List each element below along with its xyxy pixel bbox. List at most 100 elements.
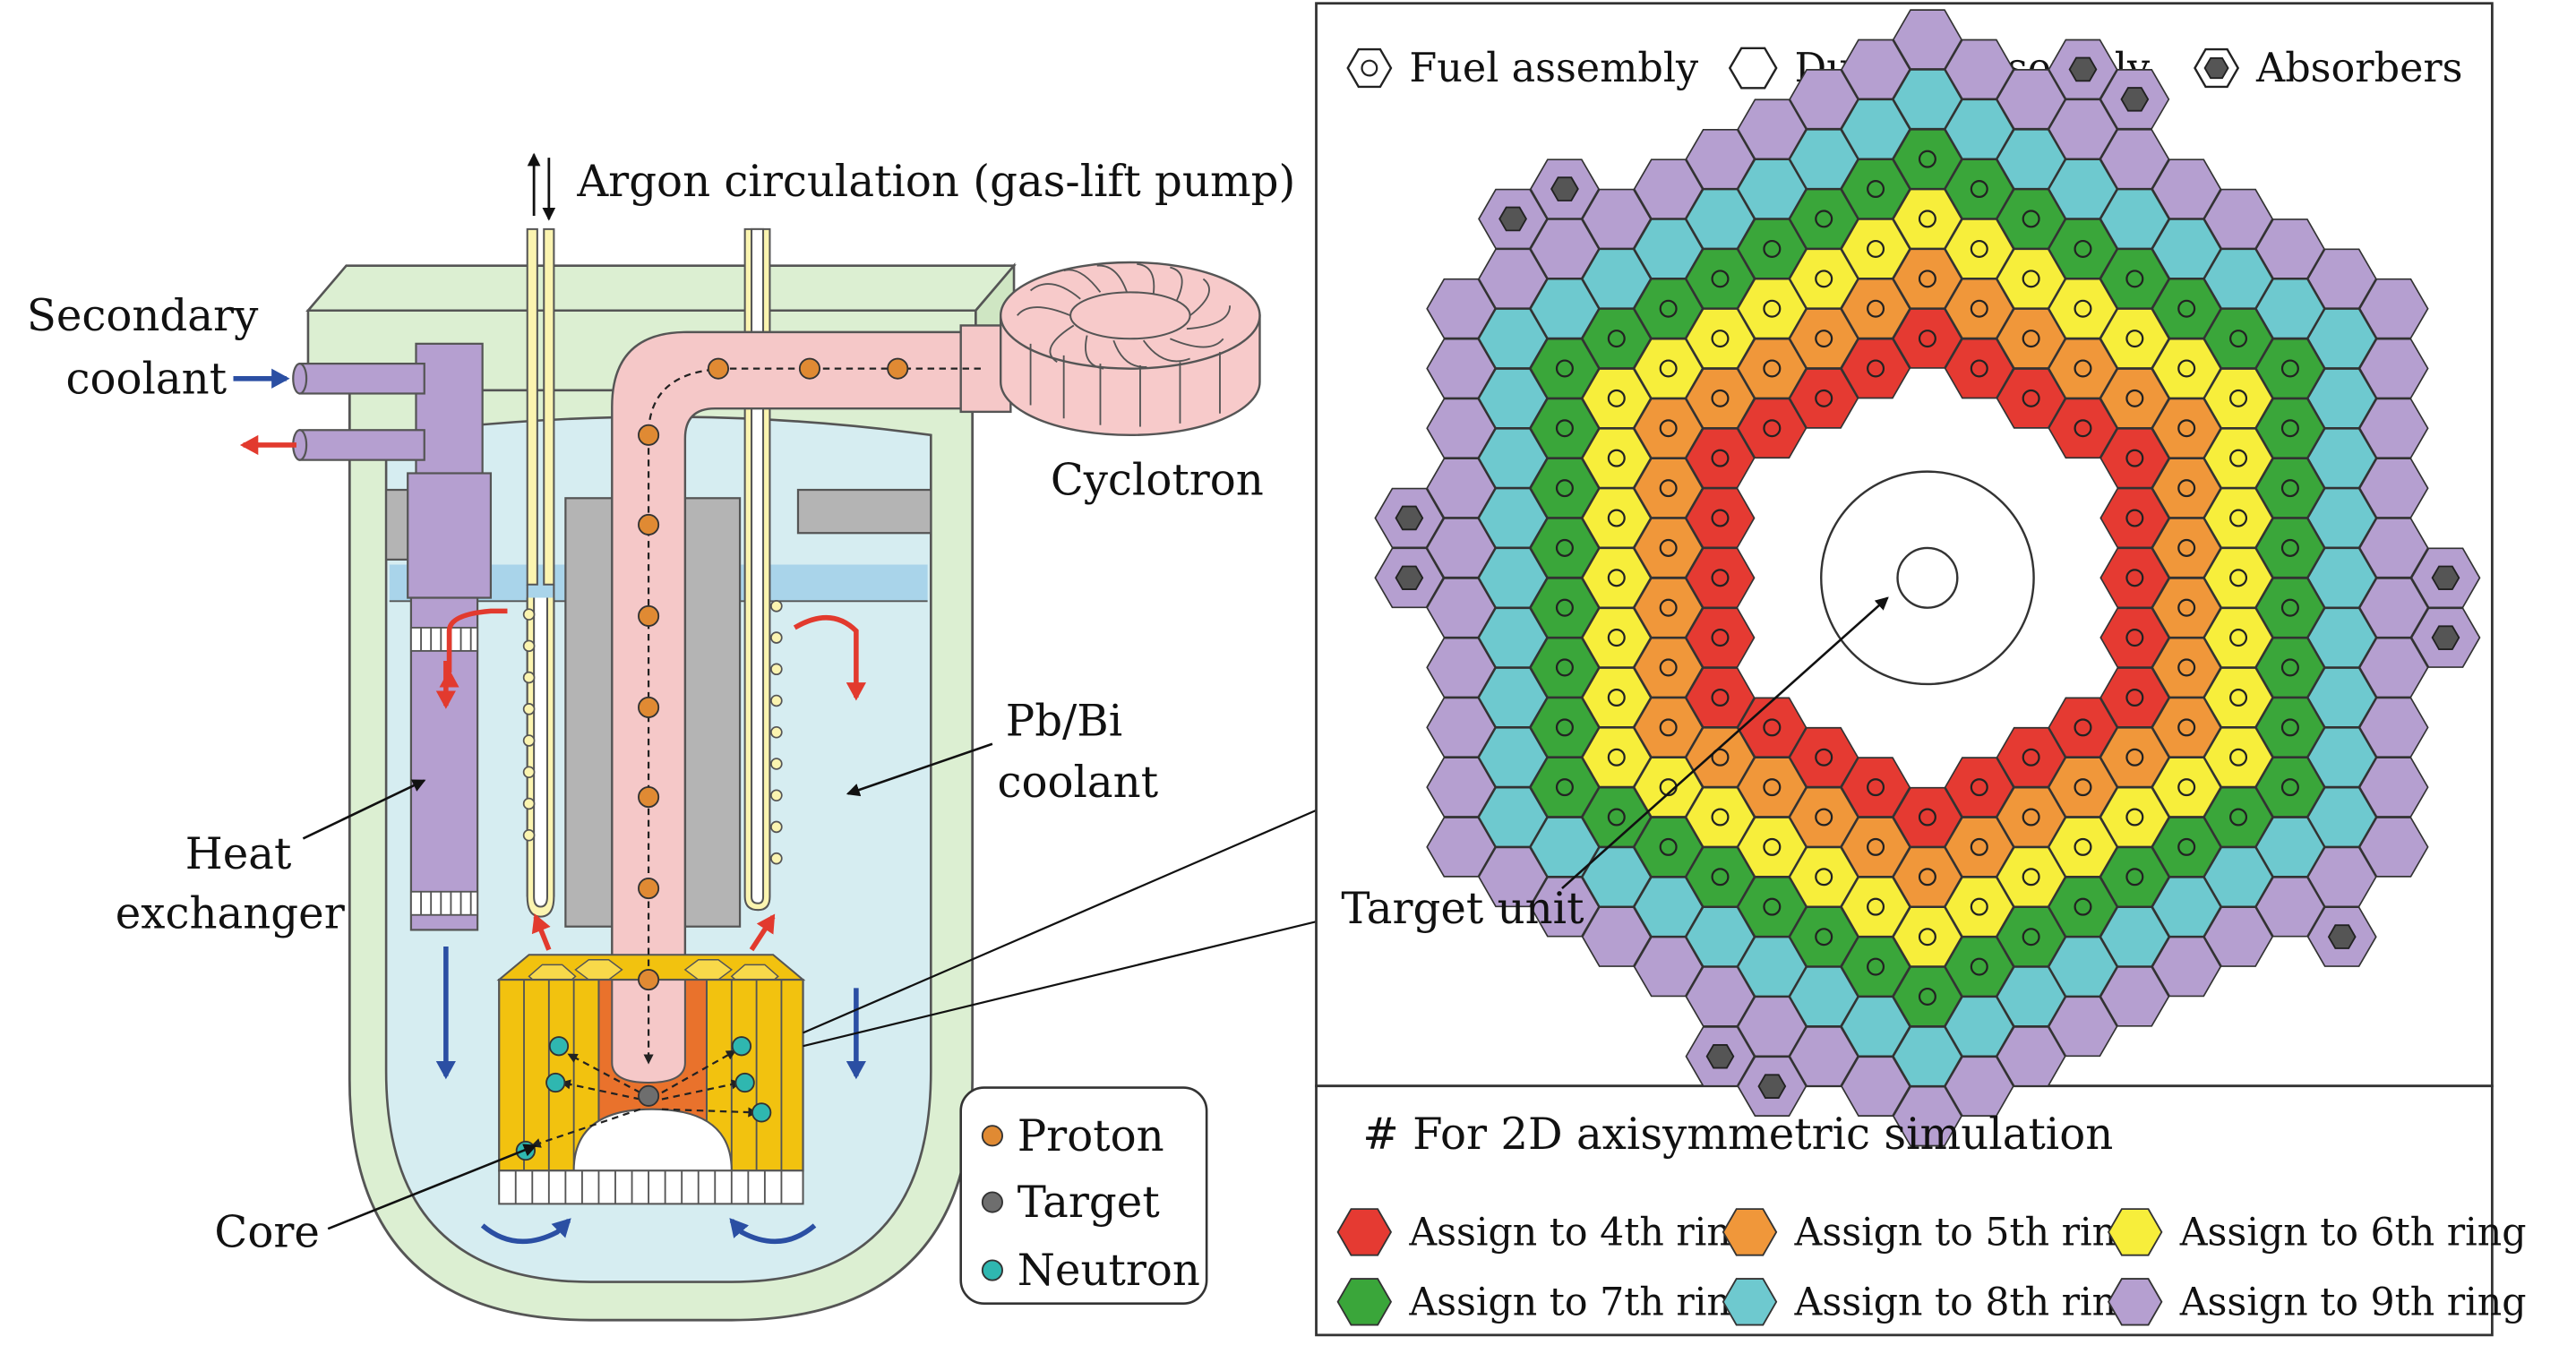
dummy-assembly <box>1478 786 1549 848</box>
dummy-assembly <box>1478 427 1549 489</box>
fuel-assembly <box>1685 667 1756 728</box>
simulation-title: # For 2D axisymmetric simulation <box>1362 1109 2113 1160</box>
fuel-assembly <box>1685 427 1756 489</box>
reactor-core <box>496 954 806 1205</box>
ring-legend-label: Assign to 4th ring <box>1408 1211 1756 1255</box>
fuel-assembly <box>1892 966 1962 1027</box>
flow-arrows <box>233 368 867 1245</box>
absorber-assembly <box>1478 188 1549 250</box>
fuel-assembly <box>2203 667 2274 728</box>
dummy-assembly <box>1581 248 1652 309</box>
fuel-assembly <box>1841 158 1911 219</box>
fuel-assembly <box>1789 308 1859 369</box>
absorber-assembly <box>2048 39 2118 100</box>
dummy-assembly <box>2099 188 2170 250</box>
fuel-assembly <box>1789 726 1859 788</box>
fuel-assembly <box>1841 876 1911 938</box>
dummy-assembly <box>2203 188 2274 250</box>
fuel-assembly <box>1944 757 2014 818</box>
fuel-assembly <box>1944 218 2014 279</box>
proton-path <box>638 357 981 1065</box>
ring-legend-swatch <box>1722 1278 1778 1326</box>
fuel-assembly-icon <box>1346 47 1393 89</box>
dummy-assembly <box>2099 906 2170 967</box>
ring-legend-label: Assign to 7th ring <box>1408 1281 1756 1325</box>
fuel-assembly <box>1685 487 1756 549</box>
fuel-assembly <box>2048 278 2118 339</box>
fuel-assembly <box>1529 518 1600 578</box>
core-map-panel: Fuel assembly Dummy assembly Absorbers T… <box>1315 2 2527 1337</box>
fuel-assembly <box>1737 398 1807 459</box>
fuel-assembly <box>2151 637 2222 698</box>
legend-label-proton: Proton <box>1018 1111 1164 1161</box>
dummy-assembly <box>1426 637 1497 698</box>
fuel-assembly <box>1737 697 1807 758</box>
dummy-assembly <box>1581 188 1652 250</box>
fuel-assembly <box>1581 667 1652 728</box>
fuel-assembly <box>1737 876 1807 938</box>
fuel-assembly <box>1737 218 1807 279</box>
fuel-assembly <box>1841 278 1911 339</box>
fuel-assembly <box>1944 876 2014 938</box>
dummy-assembly <box>2048 99 2118 160</box>
fuel-assembly <box>2099 667 2170 728</box>
fuel-assembly <box>2099 846 2170 908</box>
ring-legend-label: Assign to 6th ring <box>2179 1211 2527 1255</box>
secondary-coolant-label-1: Secondary <box>27 291 259 341</box>
coolant-label-2: coolant <box>997 758 1158 808</box>
fuel-assembly <box>1685 547 1756 609</box>
fuel-assembly <box>1581 786 1652 848</box>
dummy-assembly <box>1478 846 1549 908</box>
fuel-assembly <box>1529 637 1600 698</box>
legend-label-target: Target <box>1018 1178 1160 1228</box>
target-leader-line <box>1561 596 1889 890</box>
ring-legend-swatch <box>1722 1208 1778 1256</box>
fuel-assembly <box>2099 786 2170 848</box>
dummy-assembly <box>2048 996 2118 1058</box>
argon-bubbles <box>522 600 783 865</box>
neutron-legend-dot <box>981 1259 1003 1281</box>
fuel-assembly <box>1892 906 1962 967</box>
dummy-assembly <box>1789 128 1859 190</box>
fuel-assembly <box>1633 458 1704 518</box>
dummy-assembly <box>1841 39 1911 100</box>
target-unit-label: Target unit <box>1341 884 1584 934</box>
type-legend-fuel: Fuel assembly <box>1409 46 1699 91</box>
fuel-assembly <box>1841 338 1911 399</box>
dummy-assembly <box>1478 308 1549 369</box>
fuel-assembly <box>1944 338 2014 399</box>
dummy-assembly <box>2151 218 2222 279</box>
fuel-assembly <box>1581 368 1652 429</box>
dummy-assembly <box>2358 637 2429 698</box>
dummy-assembly <box>1581 846 1652 908</box>
dummy-assembly <box>2306 726 2377 788</box>
fuel-assembly <box>1529 697 1600 758</box>
ring-legend-label: Assign to 5th ring <box>1794 1211 2142 1255</box>
dummy-assembly <box>1685 906 1756 967</box>
fuel-assembly <box>1737 338 1807 399</box>
dummy-assembly <box>2306 368 2377 429</box>
dummy-assembly <box>1633 218 1704 279</box>
ring-legend-swatch <box>2107 1208 2163 1256</box>
dummy-assembly <box>1581 906 1652 967</box>
zoom-lines <box>803 809 1317 1048</box>
dummy-assembly <box>2358 518 2429 578</box>
fuel-assembly <box>2099 726 2170 788</box>
dummy-assembly <box>1426 458 1497 518</box>
cyclotron-label: Cyclotron <box>1051 456 1264 506</box>
dummy-assembly <box>2306 547 2377 609</box>
dummy-assembly <box>1529 278 1600 339</box>
absorber-assembly <box>2410 547 2481 609</box>
dummy-assembly <box>1478 667 1549 728</box>
dummy-assembly <box>2306 308 2377 369</box>
dummy-assembly <box>1529 218 1600 279</box>
fuel-assembly <box>2203 427 2274 489</box>
argon-flow-arrows <box>527 152 556 221</box>
fuel-assembly <box>1789 846 1859 908</box>
ring-legend-label: Assign to 9th ring <box>2179 1281 2527 1325</box>
target-particle <box>638 1084 660 1107</box>
ring-legend-swatch <box>2107 1278 2163 1326</box>
fuel-assembly <box>2099 487 2170 549</box>
dummy-assembly <box>1841 996 1911 1058</box>
